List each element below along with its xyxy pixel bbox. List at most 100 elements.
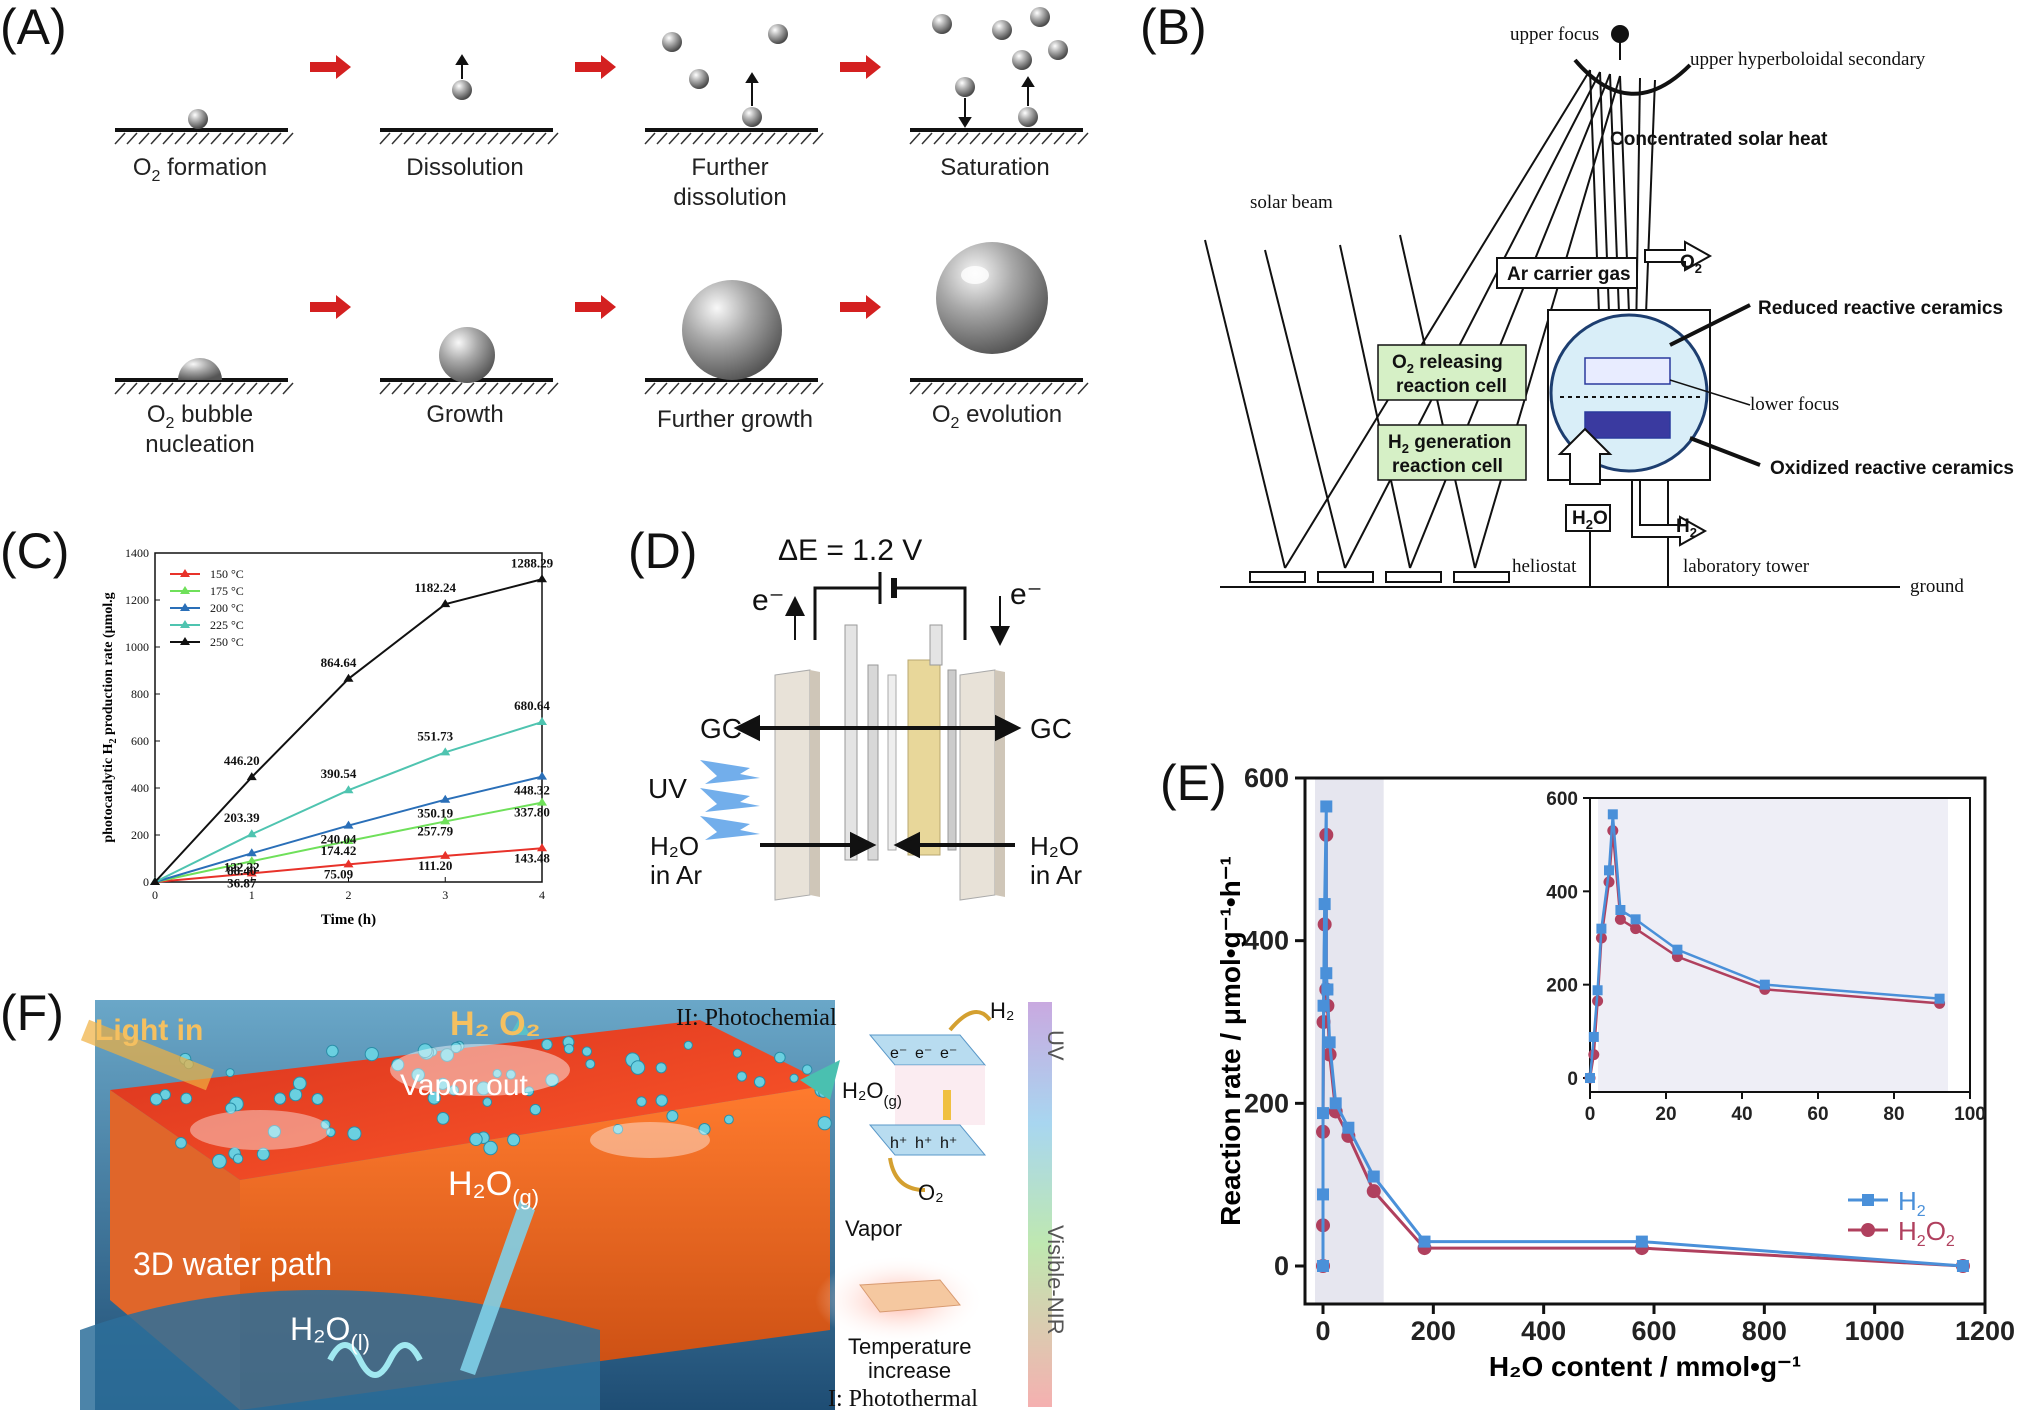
data-label: 36.87 — [227, 875, 257, 890]
hatch-line — [704, 132, 716, 145]
inset-series-marker — [1672, 944, 1683, 955]
x-tick-label: 800 — [1742, 1316, 1787, 1346]
hatch-line — [439, 382, 451, 395]
data-label: 551.73 — [417, 728, 453, 743]
droplet — [563, 1043, 575, 1055]
inset-shaded-region — [1598, 798, 1948, 1092]
electron-2: e⁻ — [915, 1045, 932, 1062]
droplet — [483, 1140, 498, 1156]
inset-x-tick-label: 60 — [1807, 1104, 1828, 1125]
stage-further-growth: Further growth — [657, 406, 813, 433]
ar-carrier-box — [1496, 257, 1638, 289]
droplet — [212, 1153, 227, 1169]
series-marker — [440, 850, 451, 859]
hatch-line — [403, 132, 415, 145]
hatch-line — [535, 132, 547, 145]
inset-x-tick-label: 20 — [1655, 1104, 1676, 1125]
droplet — [581, 1046, 593, 1057]
series-marker — [440, 794, 451, 803]
hatch-line — [475, 382, 487, 395]
y-axis-label: Reaction rate / μmol•g⁻¹•h⁻¹ — [1215, 856, 1246, 1226]
series-marker — [246, 829, 257, 838]
x-axis-label: H₂O content / mmol•g⁻¹ — [1489, 1351, 1801, 1382]
series-marker — [343, 859, 354, 868]
hatch-line — [921, 382, 933, 395]
hatch-line — [535, 382, 547, 395]
hatch-line — [776, 382, 788, 395]
hatch-line — [186, 382, 198, 395]
h2o-right-2: in Ar — [1030, 860, 1082, 890]
hole-3: h⁺ — [940, 1135, 957, 1152]
hatch-line — [644, 382, 656, 395]
data-label: 257.79 — [417, 823, 453, 838]
inset-series-marker — [1588, 1031, 1599, 1042]
hatch-line — [270, 382, 282, 395]
droplet — [325, 1127, 336, 1138]
hatch-line — [716, 382, 728, 395]
h2o-l-label: H₂O(l) — [290, 1311, 370, 1355]
data-label: 174.42 — [321, 843, 357, 858]
red-arrows — [310, 55, 881, 319]
droplet — [267, 1125, 281, 1139]
legend-label: H2 — [1898, 1186, 1926, 1220]
hatch-line — [1077, 132, 1089, 145]
droplet — [440, 1048, 455, 1062]
droplet — [724, 1114, 734, 1125]
vapor-right-label: Vapor — [845, 1216, 902, 1241]
hatch-line — [475, 132, 487, 145]
solar-beam-label: solar beam — [1250, 192, 1333, 213]
droplet — [256, 1147, 270, 1161]
hatch-line — [692, 382, 704, 395]
y-tick-label: 600 — [1244, 763, 1289, 793]
series-marker — [1317, 1260, 1329, 1272]
h2-outlet-arrow — [1631, 479, 1708, 547]
hatch-line — [1005, 132, 1017, 145]
series-marker — [343, 836, 354, 845]
hatch-line — [162, 132, 174, 145]
droplet — [505, 1069, 516, 1080]
series-marker — [440, 599, 451, 608]
series-marker — [537, 574, 547, 583]
droplet — [655, 1094, 668, 1107]
droplet — [411, 1068, 426, 1082]
hatch-line — [258, 382, 270, 395]
legend-marker — [180, 637, 190, 645]
gc-arrows — [733, 714, 1022, 859]
droplet — [391, 1058, 405, 1072]
hatch-line — [1053, 132, 1065, 145]
hatch-line — [656, 382, 668, 395]
hole-2: h⁺ — [915, 1135, 932, 1152]
stage-further-dissolution-2: dissolution — [673, 184, 786, 211]
hatch-line — [945, 382, 957, 395]
x-tick-label: 4 — [539, 888, 545, 902]
series-marker — [440, 816, 451, 825]
hatch-line — [945, 132, 957, 145]
droplet — [636, 1096, 647, 1107]
y-tick-label: 600 — [131, 734, 149, 748]
hatch-line — [812, 132, 824, 145]
bubbles-bottom — [178, 242, 1048, 383]
hatch-line — [752, 382, 764, 395]
h2-generation-label-2: reaction cell — [1392, 456, 1503, 477]
hatch-line — [680, 382, 692, 395]
droplet — [469, 1132, 483, 1147]
inset-series-marker — [1588, 1049, 1600, 1061]
hatch-line — [379, 132, 391, 145]
hatch-line — [692, 132, 704, 145]
panel-f: (F) Light in H₂ O₂ Vapor out H₂O(g) 3D w… — [0, 985, 1068, 1412]
hatch-line — [933, 382, 945, 395]
series-marker — [1321, 983, 1334, 996]
hatch-line — [644, 132, 656, 145]
heliostat-label: heliostat — [1512, 556, 1577, 577]
stage-growth: Growth — [426, 401, 503, 428]
y-tick-label: 200 — [131, 828, 149, 842]
ground-hatching — [114, 132, 1089, 395]
electron-left: e⁻ — [752, 584, 785, 617]
hatch-line — [138, 382, 150, 395]
hatch-line — [415, 132, 427, 145]
hatch-line — [391, 132, 403, 145]
hatch-line — [1029, 132, 1041, 145]
droplet — [630, 1060, 646, 1075]
